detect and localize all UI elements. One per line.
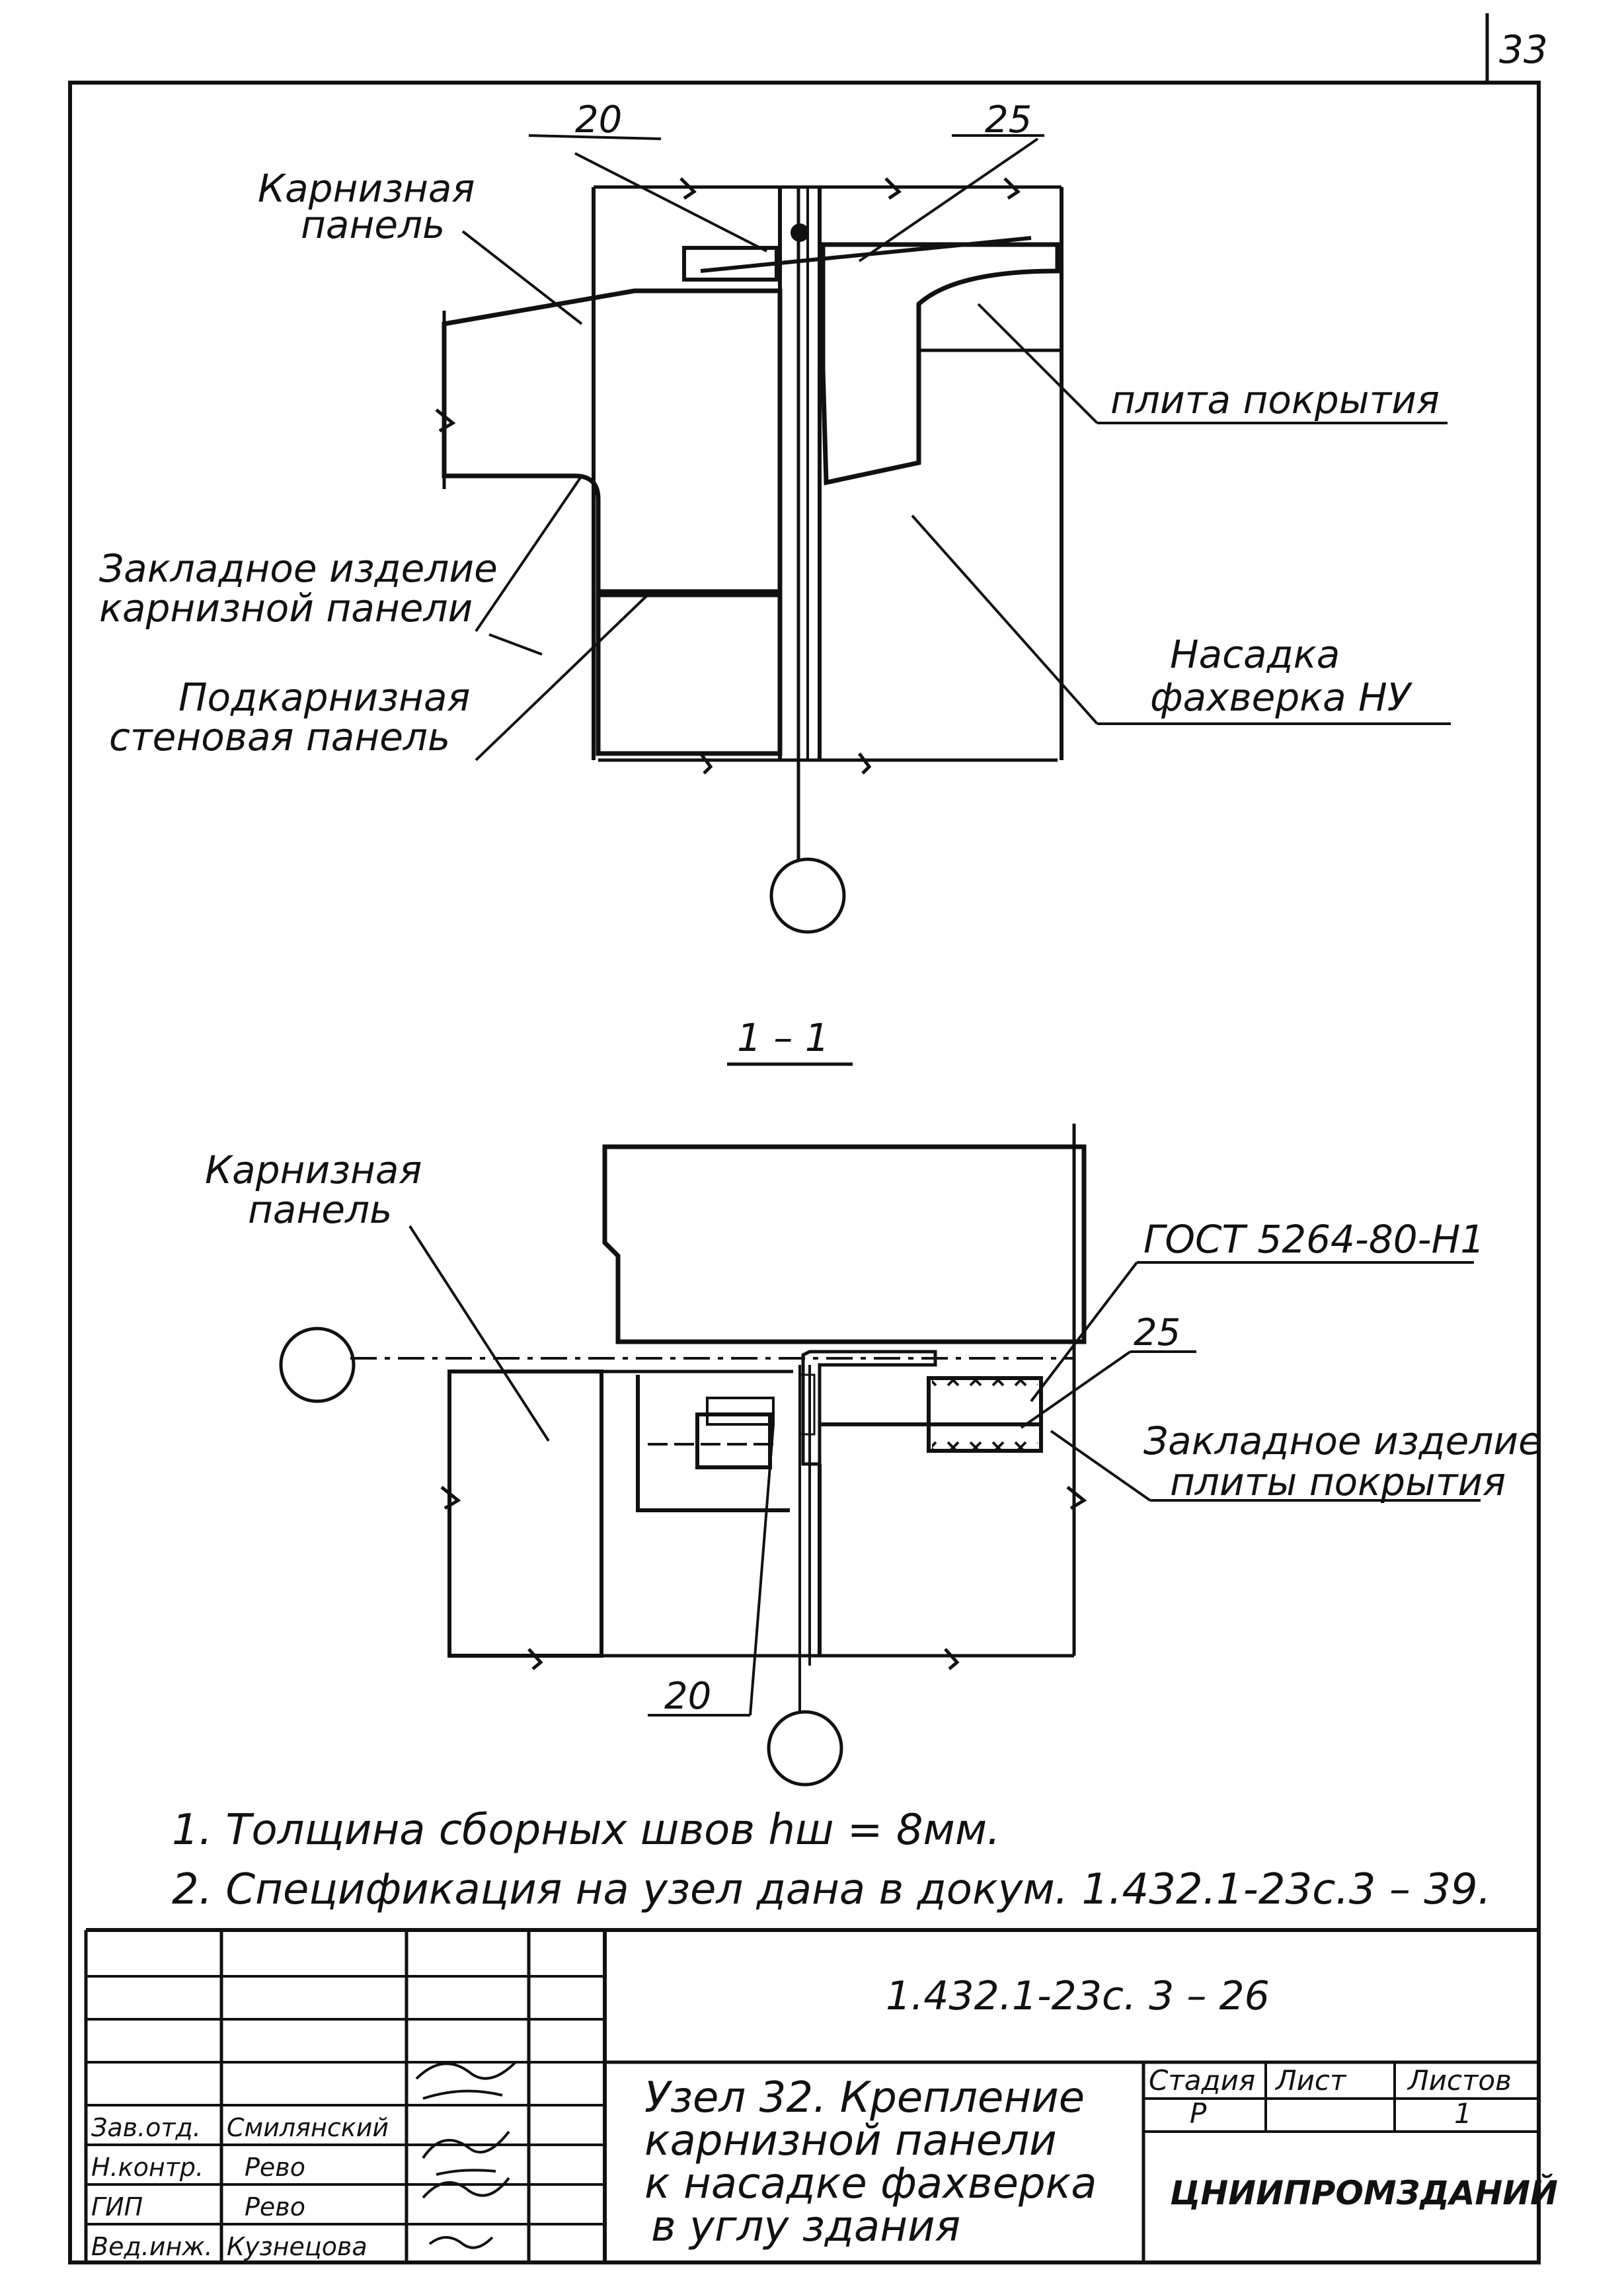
label-subcornice-wall-2: стеновая панель — [109, 715, 450, 759]
callout-25-upper: 25 — [985, 98, 1032, 141]
signature-role-2: Н.контр. — [91, 2153, 204, 2182]
label-cornice-panel-section-2: панель — [248, 1187, 392, 1232]
section-node-drawing — [279, 1124, 1481, 1787]
label-embedded-cornice-2: карнизной панели — [99, 586, 473, 631]
sheets-value: 1 — [1454, 2097, 1472, 2130]
stage-value: Р — [1190, 2097, 1207, 2130]
label-embedded-slab-1: Закладное изделие — [1143, 1418, 1542, 1463]
document-code: 1.432.1-23с. 3 – 26 — [886, 1973, 1270, 2019]
signature-name-3: Рево — [245, 2192, 305, 2221]
note-1: 1. Толщина сборных швов hш = 8мм. — [172, 1806, 1000, 1855]
callout-25-section: 25 — [1134, 1311, 1180, 1354]
drawing-title-line-2: карнизной панели — [644, 2116, 1057, 2165]
label-gost: ГОСТ 5264-80-Н1 — [1143, 1217, 1485, 1262]
sheets-header: Листов — [1407, 2064, 1512, 2097]
signature-role-3: ГИП — [91, 2192, 143, 2221]
title-block — [84, 1928, 1539, 2262]
label-cornice-panel-section-1: Карнизная — [205, 1147, 422, 1192]
label-subcornice-wall-1: Подкарнизная — [178, 675, 470, 720]
section-title: 1 – 1 — [737, 1015, 830, 1060]
label-cornice-panel-upper-2: панель — [301, 202, 445, 247]
signature-name-2: Рево — [245, 2153, 305, 2182]
label-embedded-slab-2: плиты покрытия — [1170, 1459, 1506, 1504]
label-headpiece-1: Насадка — [1170, 632, 1340, 677]
sheet-frame — [68, 13, 1541, 2264]
label-roof-slab: плита покрытия — [1110, 377, 1440, 422]
signature-role-1: Зав.отд. — [91, 2113, 201, 2142]
label-cornice-panel-upper-1: Карнизная — [258, 166, 475, 211]
drawing-title-line-1: Узел 32. Крепление — [644, 2073, 1085, 2122]
upper-node-drawing — [435, 134, 1451, 934]
label-embedded-cornice-1: Закладное изделие — [99, 546, 498, 591]
page-number: 33 — [1499, 27, 1548, 72]
signature-role-4: Вед.инж. — [91, 2232, 213, 2261]
label-headpiece-2: фахверка НУ — [1150, 675, 1413, 720]
stage-header: Стадия — [1149, 2064, 1255, 2097]
sheet-header: Лист — [1274, 2064, 1347, 2097]
drawing-title-line-4: в углу здания — [651, 2202, 960, 2251]
signature-name-4: Кузнецова — [227, 2232, 367, 2261]
signature-name-1: Смилянский — [227, 2113, 389, 2142]
drawing-title-line-3: к насадке фахверка — [644, 2159, 1097, 2208]
note-2: 2. Спецификация на узел дана в докум. 1.… — [172, 1865, 1491, 1914]
organization-name: ЦНИИПРОМЗДАНИЙ — [1170, 2173, 1558, 2212]
callout-20-upper: 20 — [575, 98, 622, 141]
callout-20-section: 20 — [664, 1675, 711, 1718]
